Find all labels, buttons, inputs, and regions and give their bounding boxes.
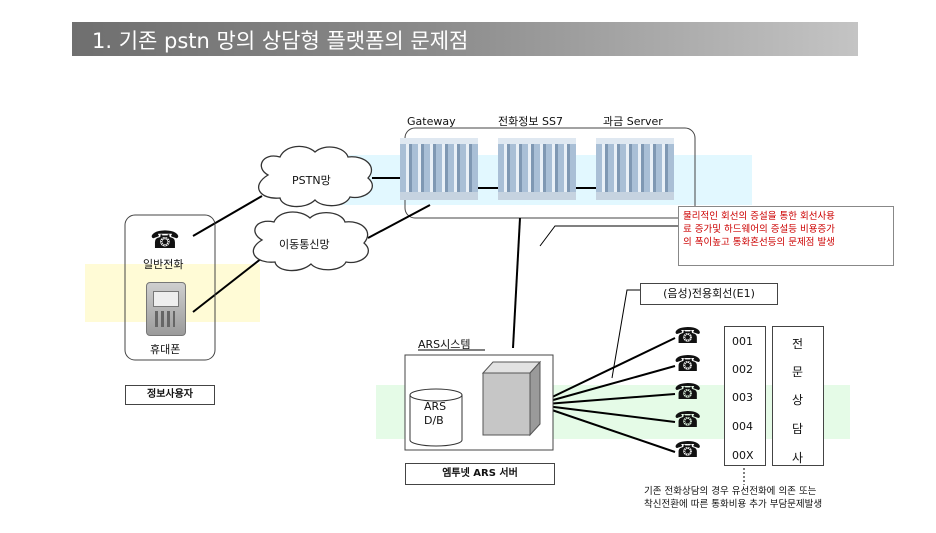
phone-icon-3: ☎ [674, 380, 702, 405]
ars-fanout-lines [545, 337, 676, 453]
pstn-cloud-icon [257, 145, 373, 208]
problem-note-line3: 의 폭이높고 통화혼선등의 문제점 발생 [683, 237, 835, 248]
ars-server-icon [481, 360, 542, 437]
db-label-2: D/B [424, 414, 444, 427]
ss7-label: 전화정보 SS7 [498, 115, 563, 128]
user-caption: 정보사용자 [125, 385, 215, 405]
channel-item: 001 [732, 335, 753, 348]
channel-item: 002 [732, 363, 753, 376]
gateway-ars-link [512, 217, 521, 349]
channel-item: 00X [732, 449, 754, 462]
ss7-server-icon [498, 138, 576, 200]
dedicated-callout-line [611, 289, 640, 379]
phone-icon-4: ☎ [674, 408, 702, 433]
db-label-1: ARS [424, 400, 447, 413]
mobile-gateway-link [367, 204, 431, 239]
telephone-icon: ☎ [150, 226, 180, 254]
counselor-char: 사 [792, 451, 804, 465]
database-icon [409, 388, 463, 447]
channel-box: 001 002 003 004 00X [724, 326, 766, 466]
mobile-phone-icon [146, 282, 186, 336]
mobile-link [192, 257, 263, 313]
bottom-note: 기존 전화상담의 경우 유선전화에 의존 또는 착신전환에 따른 통화비용 추가… [644, 485, 822, 511]
gateway-server-icon [400, 138, 478, 200]
mobile-label: 휴대폰 [150, 343, 181, 356]
phone-icon-1: ☎ [674, 324, 702, 349]
billing-label: 과금 Server [603, 115, 663, 128]
landline-label: 일반전화 [143, 258, 184, 271]
page-title: 1. 기존 pstn 망의 상담형 플랫폼의 문제점 [92, 29, 469, 53]
dedicated-line-label: (음성)전용회선(E1) [640, 283, 778, 305]
counselor-box: 전 문 상 담 사 [772, 326, 824, 466]
title-bar: 1. 기존 pstn 망의 상담형 플랫폼의 문제점 [72, 22, 858, 56]
problem-callout-line [539, 225, 678, 247]
problem-note-line1: 물리적인 회선의 증설을 통한 회선사용 [683, 211, 835, 222]
phone-icon-5: ☎ [674, 438, 702, 463]
landline-link [192, 195, 263, 237]
counselor-char: 담 [792, 422, 804, 436]
counselor-char: 문 [792, 365, 804, 379]
problem-note: 물리적인 회선의 증설을 통한 회선사용 료 증가및 하드웨어의 증설등 비용증… [678, 206, 894, 266]
problem-note-line2: 료 증가및 하드웨어의 증설등 비용증가 [683, 224, 835, 235]
bottom-note-line2: 착신전환에 따른 통화비용 추가 부담문제발생 [644, 499, 823, 510]
counselor-char: 전 [792, 337, 804, 351]
channel-item: 004 [732, 420, 753, 433]
mobile-cloud-label: 이동통신망 [279, 238, 330, 251]
gateway-label: Gateway [407, 115, 456, 128]
counselor-char: 상 [792, 393, 804, 407]
ars-system-label: ARS시스템 [418, 338, 471, 351]
bottom-note-line1: 기존 전화상담의 경우 유선전화에 의존 또는 [644, 486, 817, 497]
channel-item: 003 [732, 391, 753, 404]
user-box [124, 214, 216, 361]
ars-caption: 엠투넷 ARS 서버 [405, 463, 555, 485]
phone-icon-2: ☎ [674, 352, 702, 377]
billing-server-icon [596, 138, 674, 200]
pstn-cloud-label: PSTN망 [292, 174, 331, 187]
mobile-cloud-icon [252, 211, 369, 272]
